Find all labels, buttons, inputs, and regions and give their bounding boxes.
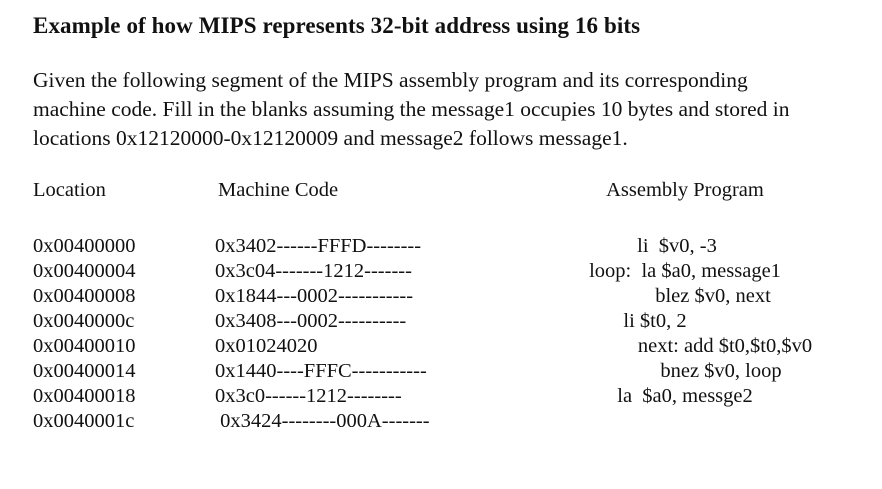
- cell-location: 0x00400010: [33, 335, 136, 357]
- cell-machine-code: 0x01024020: [215, 335, 318, 357]
- table-row: 0x00400004 0x3c04-------1212------- loop…: [0, 259, 882, 284]
- cell-assembly: loop: la $a0, message1: [589, 260, 781, 282]
- cell-machine-code: 0x1844---0002-----------: [215, 285, 414, 307]
- cell-machine-code: 0x3c0------1212--------: [215, 385, 402, 407]
- cell-location: 0x0040001c: [33, 410, 135, 432]
- mips-table: Location Machine Code Assembly Program 0…: [0, 178, 882, 434]
- cell-assembly: next: add $t0,$t0,$v0: [637, 335, 813, 357]
- table-row: 0x0040001c 0x3424--------000A-------: [0, 409, 882, 434]
- cell-location: 0x00400008: [33, 285, 136, 307]
- column-header-location: Location: [33, 179, 106, 201]
- cell-assembly: li $t0, 2: [623, 310, 687, 332]
- cell-assembly: li $v0, -3: [637, 235, 717, 257]
- column-header-assembly-program: Assembly Program: [606, 179, 764, 201]
- cell-location: 0x00400014: [33, 360, 136, 382]
- cell-assembly: blez $v0, next: [655, 285, 771, 307]
- cell-location: 0x00400000: [33, 235, 136, 257]
- cell-machine-code: 0x3c04-------1212-------: [215, 260, 412, 282]
- cell-location: 0x00400004: [33, 260, 136, 282]
- cell-machine-code: 0x3408---0002----------: [215, 310, 407, 332]
- page-title: Example of how MIPS represents 32-bit ad…: [33, 13, 641, 38]
- cell-assembly: la $a0, messge2: [617, 385, 753, 407]
- intro-paragraph: Given the following segment of the MIPS …: [33, 66, 839, 153]
- header-body-spacer: [0, 206, 882, 234]
- table-row: 0x00400018 0x3c0------1212-------- la $a…: [0, 384, 882, 409]
- table-row: 0x00400014 0x1440----FFFC----------- bne…: [0, 359, 882, 384]
- cell-location: 0x0040000c: [33, 310, 135, 332]
- column-header-machine-code: Machine Code: [218, 179, 339, 201]
- intro-line-2: machine code. Fill in the blanks assumin…: [33, 97, 790, 121]
- table-header-row: Location Machine Code Assembly Program: [0, 178, 882, 206]
- table-row: 0x00400000 0x3402------FFFD-------- li $…: [0, 234, 882, 259]
- cell-machine-code: 0x3402------FFFD--------: [215, 235, 422, 257]
- cell-assembly: bnez $v0, loop: [660, 360, 782, 382]
- cell-machine-code: 0x1440----FFFC-----------: [215, 360, 427, 382]
- table-row: 0x00400010 0x01024020 next: add $t0,$t0,…: [0, 334, 882, 359]
- intro-line-3: locations 0x12120000-0x12120009 and mess…: [33, 126, 628, 150]
- table-row: 0x00400008 0x1844---0002----------- blez…: [0, 284, 882, 309]
- table-row: 0x0040000c 0x3408---0002---------- li $t…: [0, 309, 882, 334]
- cell-machine-code: 0x3424--------000A-------: [215, 410, 430, 432]
- cell-location: 0x00400018: [33, 385, 136, 407]
- intro-line-1: Given the following segment of the MIPS …: [33, 68, 748, 92]
